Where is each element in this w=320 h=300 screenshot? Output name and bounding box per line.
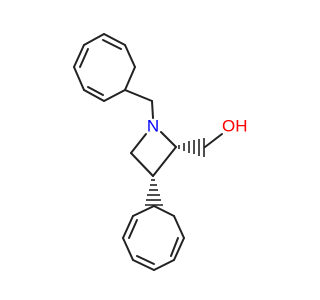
c4-to-n-bond <box>130 133 147 154</box>
ring2-inner-bond <box>128 219 138 239</box>
nitrogen-label: N <box>147 117 159 136</box>
ring2-bond <box>132 205 155 217</box>
ring1-bond <box>103 33 126 46</box>
ch2-to-n-bond <box>151 100 154 119</box>
ring2-bond <box>122 215 134 239</box>
hydroxyl-label: OH <box>222 117 248 136</box>
c3-to-c4-bond <box>130 152 154 177</box>
ring1-bond <box>103 89 126 102</box>
ring2-bond <box>122 237 134 261</box>
ring1-bond <box>124 66 136 91</box>
ring-to-ch2-bond <box>124 89 153 102</box>
hashed-wedge-bond-c2 <box>178 138 205 157</box>
n-to-c2-bond <box>160 131 177 148</box>
ring2-bond <box>173 237 185 261</box>
benzyl-benzene-ring <box>73 33 136 102</box>
ring1-bond <box>124 44 136 68</box>
ring1-inner-bond <box>102 39 122 50</box>
ring2-bond <box>153 205 175 217</box>
ring1-inner-bond <box>79 48 89 68</box>
ch2-to-oh-bond <box>204 133 223 148</box>
phenyl-benzene-ring <box>122 205 185 271</box>
ring1-bond <box>83 33 105 46</box>
ring1-bond <box>73 44 85 68</box>
c2-to-c3-bond <box>152 146 177 177</box>
ring2-inner-bond <box>136 255 155 265</box>
azetidine-ring <box>130 131 177 177</box>
ring2-bond <box>132 259 155 271</box>
ring1-bond <box>83 89 105 102</box>
ring1-bond <box>73 66 85 91</box>
structure-canvas: N OH <box>73 33 248 271</box>
ring2-bond <box>173 215 185 239</box>
hashed-wedge-bond-c3 <box>145 179 163 206</box>
ring2-bond <box>153 259 175 271</box>
ring1-inner-bond <box>87 86 104 96</box>
molecule-diagram: N OH <box>73 33 248 271</box>
ring2-inner-bond <box>170 237 179 257</box>
